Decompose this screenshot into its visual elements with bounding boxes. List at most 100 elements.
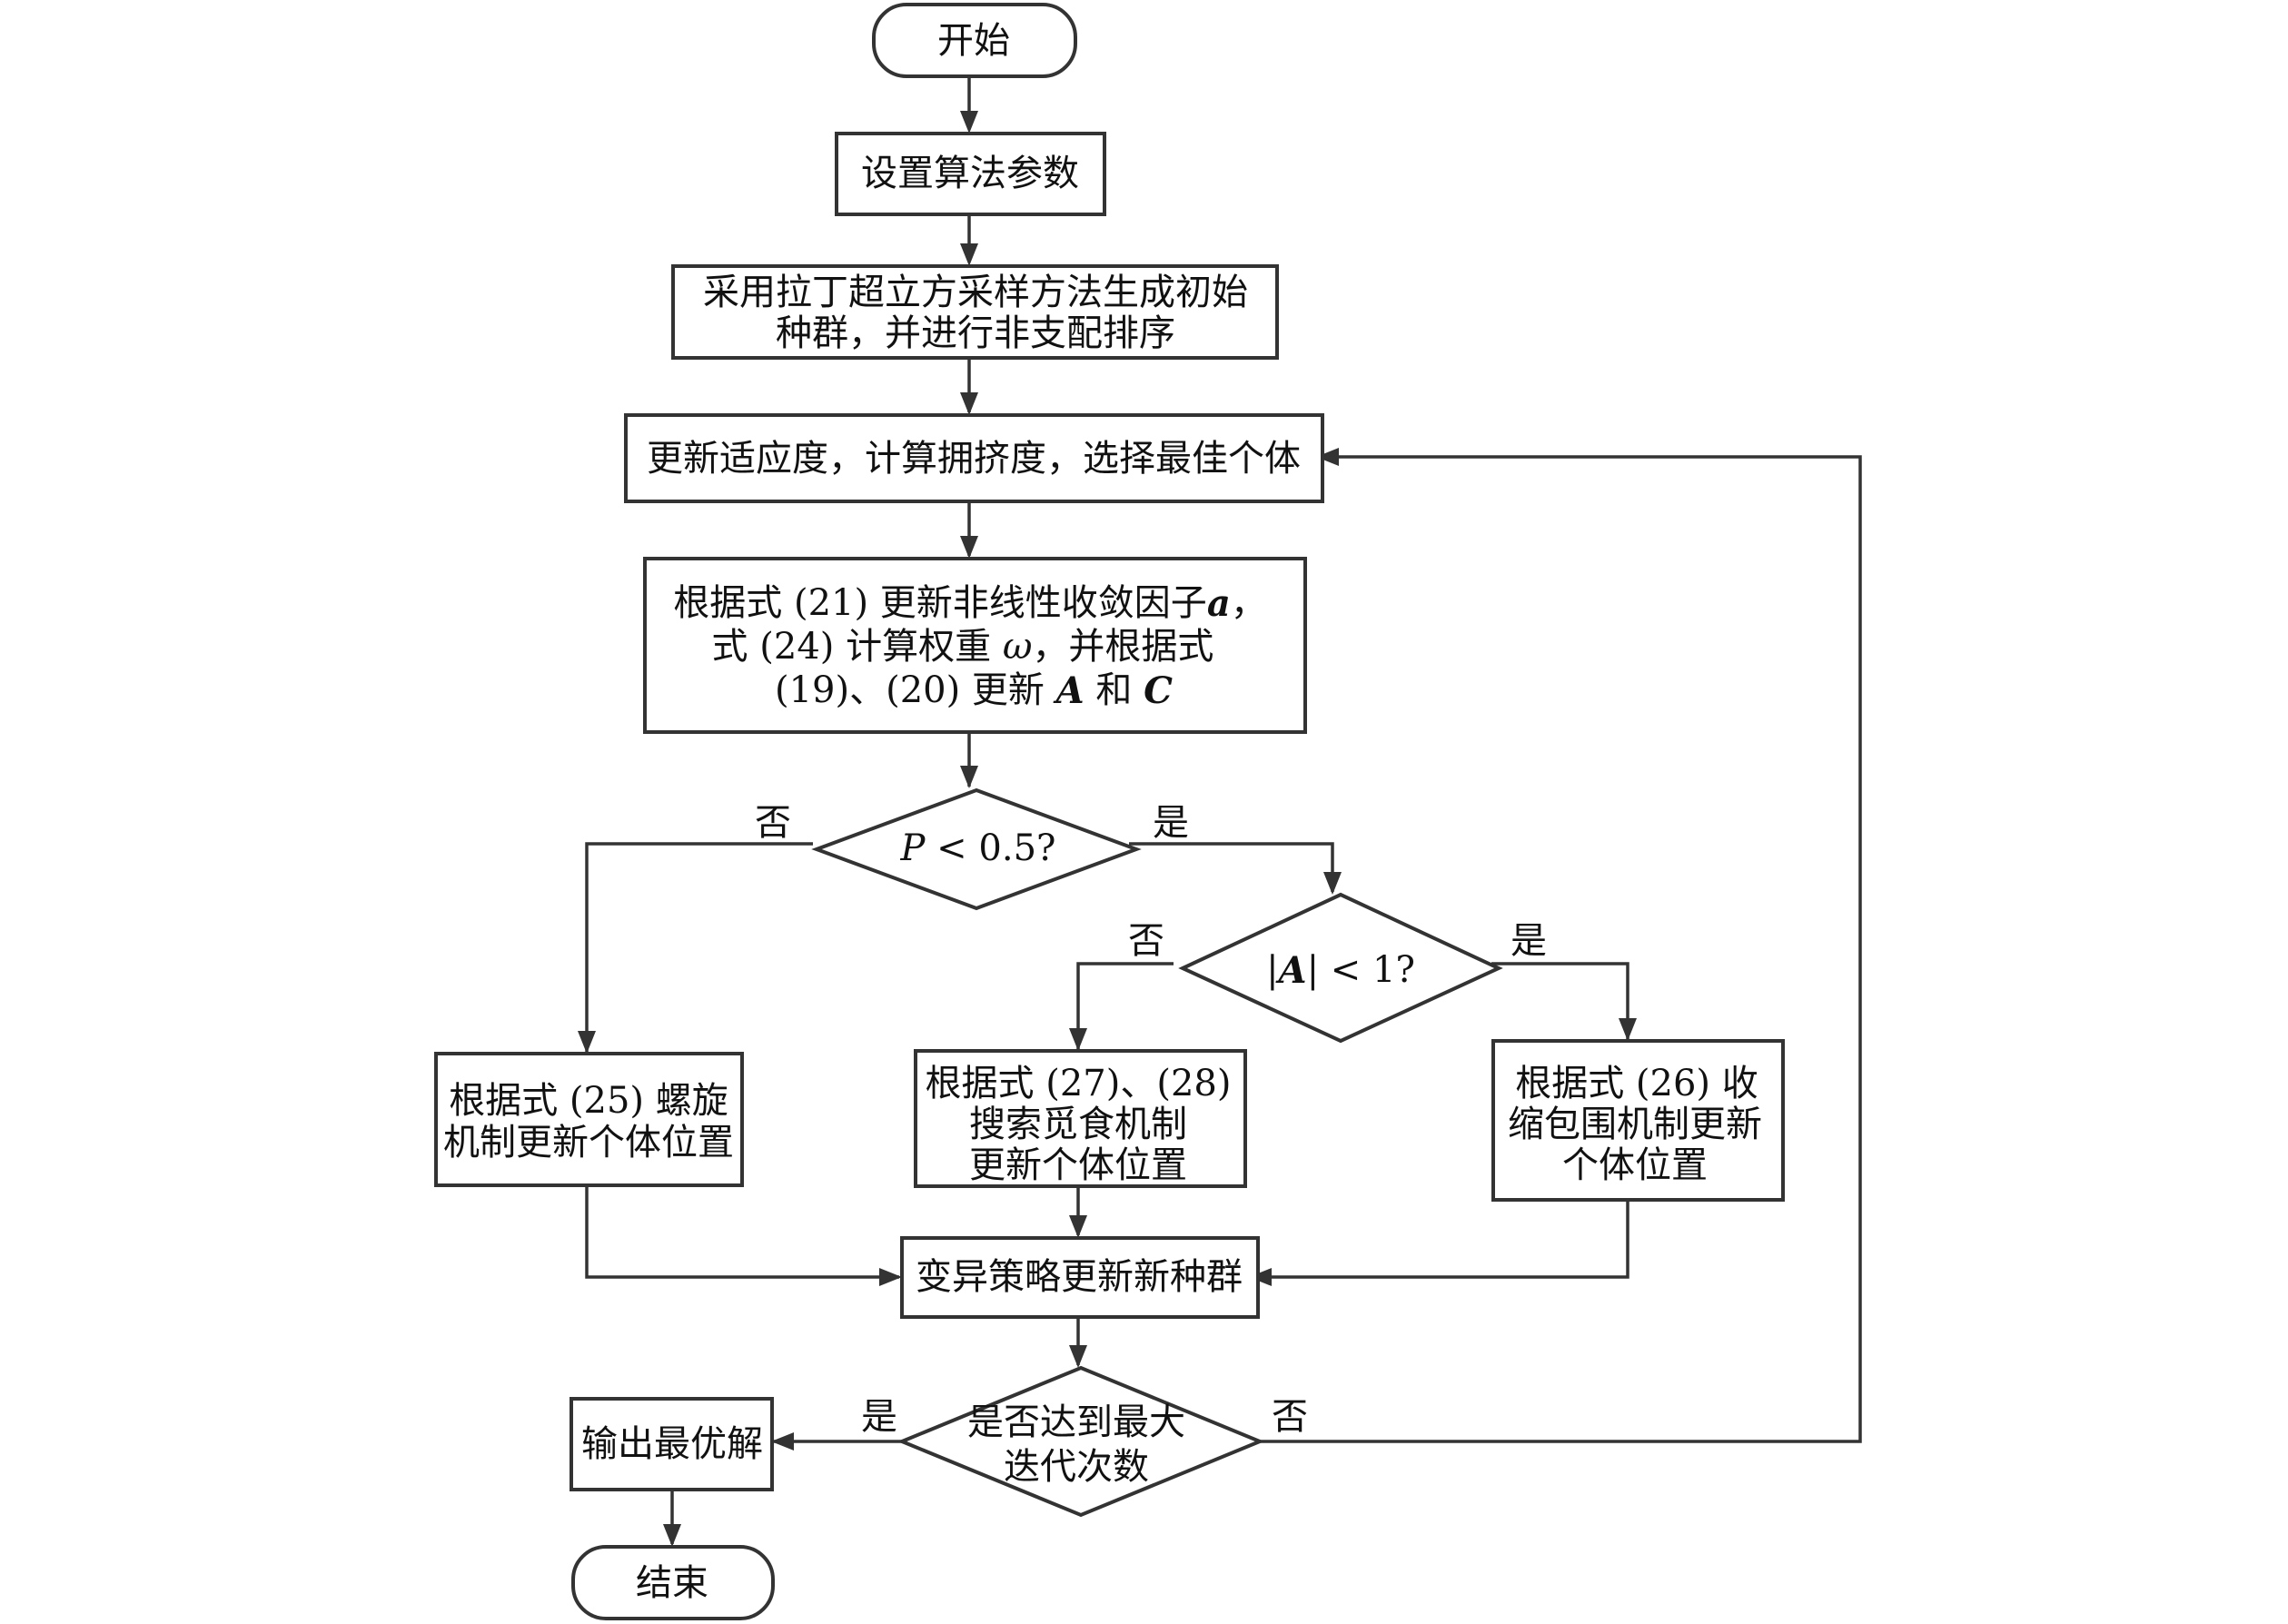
update-coeffs-var-A: A <box>1053 669 1085 712</box>
update-coeffs-var-a: a <box>1207 582 1231 625</box>
update-coeffs-line-1: 根据式 (21) 更新非线性收敛因子a， <box>673 582 1266 625</box>
update-coeffs-line-2: 式 (24) 计算权重 ω，并根据式 <box>712 626 1214 668</box>
encircle-update-line-3: 个体位置 <box>1562 1144 1708 1186</box>
decision-a-node: |A| < 1? <box>1178 892 1503 1044</box>
arrowhead <box>1316 448 1339 466</box>
arrowhead <box>1249 1268 1272 1286</box>
decision-a-rest: | < 1? <box>1307 949 1415 991</box>
arrowhead <box>960 766 978 788</box>
spiral-update-node: 根据式 (25) 螺旋 机制更新个体位置 <box>434 1052 744 1187</box>
decision-p-diamond <box>811 787 1142 911</box>
end-terminal <box>571 1545 775 1620</box>
label-a-no: 否 <box>1128 920 1164 962</box>
encircle-update-line-2: 缩包围机制更新 <box>1508 1104 1762 1145</box>
arrowhead <box>1323 872 1342 895</box>
update-coeffs-node: 根据式 (21) 更新非线性收敛因子a， 式 (24) 计算权重 ω，并根据式 … <box>643 557 1307 734</box>
label-a-yes: 是 <box>1510 920 1547 962</box>
arrowhead <box>1069 1215 1087 1238</box>
update-coeffs-box <box>643 557 1307 734</box>
arrowheads <box>578 111 1637 1547</box>
encircle-update-line-1: 根据式 (26) 收 <box>1515 1063 1758 1104</box>
arrow-spiral-to-mutation <box>585 1185 899 1279</box>
start-node: 开始 <box>872 3 1077 78</box>
output-node: 输出最优解 <box>570 1397 774 1491</box>
label-iter-yes: 是 <box>861 1396 897 1438</box>
init-population-line-1: 采用拉丁超立方采样方法生成初始 <box>703 272 1248 313</box>
arrow-iter-no-loop-to-fitness <box>1254 455 1862 1443</box>
max-iter-line-1: 是否达到最大 <box>967 1401 1185 1443</box>
search-update-line-1: 根据式 (27)、(28) <box>926 1063 1232 1104</box>
max-iter-decision-node: 是否达到最大 迭代次数 <box>896 1365 1265 1518</box>
decision-p-var: P <box>900 827 926 869</box>
mutation-node: 变异策略更新新种群 <box>900 1236 1260 1319</box>
arrowhead <box>1069 1345 1087 1368</box>
label-iter-no: 否 <box>1272 1396 1308 1438</box>
update-fitness-node: 更新适应度，计算拥挤度，选择最佳个体 <box>624 413 1324 503</box>
decision-a-bar: | <box>1266 949 1278 991</box>
update-coeffs-space <box>991 626 1003 668</box>
init-population-node: 采用拉丁超立方采样方法生成初始 种群，并进行非支配排序 <box>671 264 1279 360</box>
decision-p-label: P < 0.5? <box>900 827 1056 869</box>
arrow-p-yes-to-decision-a <box>1129 842 1334 892</box>
start-label: 开始 <box>937 20 1010 62</box>
update-coeffs-var-C: C <box>1144 669 1173 712</box>
set-params-box <box>835 132 1106 216</box>
end-node: 结束 <box>571 1545 775 1620</box>
init-population-box <box>671 264 1279 360</box>
spiral-update-line-1: 根据式 (25) 螺旋 <box>449 1080 728 1122</box>
end-label: 结束 <box>636 1562 708 1604</box>
set-params-node: 设置算法参数 <box>835 132 1106 216</box>
arrow-p-no-to-spiral <box>585 842 813 1052</box>
update-coeffs-line-3: (19)、(20) 更新 A 和 C <box>775 669 1173 712</box>
update-coeffs-line-1-tail: ， <box>1231 582 1267 624</box>
arrowhead <box>960 392 978 415</box>
update-coeffs-line-3-mid: 和 <box>1085 669 1144 711</box>
mutation-box <box>900 1236 1260 1319</box>
decision-a-diamond <box>1178 892 1503 1044</box>
arrow-a-no-to-search <box>1076 962 1174 1049</box>
max-iter-line-2: 迭代次数 <box>1004 1446 1149 1488</box>
encircle-update-box <box>1491 1039 1785 1202</box>
update-fitness-label: 更新适应度，计算拥挤度，选择最佳个体 <box>647 438 1301 480</box>
spiral-update-line-2: 机制更新个体位置 <box>443 1122 734 1164</box>
output-box <box>570 1397 774 1491</box>
branch-labels: 否 是 否 是 是 否 <box>755 802 1547 1438</box>
search-update-line-3: 更新个体位置 <box>969 1144 1187 1186</box>
arrowhead <box>960 111 978 134</box>
update-coeffs-space-2 <box>1045 669 1056 711</box>
search-update-box <box>914 1049 1247 1188</box>
arrowhead <box>879 1268 902 1286</box>
decision-a-label: |A| < 1? <box>1266 949 1415 992</box>
decision-a-var: A <box>1275 949 1307 992</box>
connectors <box>585 74 1862 1544</box>
arrow-encircle-to-mutation <box>1252 1200 1629 1279</box>
update-coeffs-line-2-tail: ，并根据式 <box>1032 626 1213 668</box>
search-update-line-2: 搜索觅食机制 <box>969 1104 1187 1145</box>
decision-p-rest: < 0.5? <box>925 827 1055 869</box>
set-params-label: 设置算法参数 <box>861 153 1079 194</box>
label-p-yes: 是 <box>1153 802 1189 844</box>
update-coeffs-line-1-text: 根据式 (21) 更新非线性收敛因子 <box>673 582 1207 624</box>
encircle-update-node: 根据式 (26) 收 缩包围机制更新 个体位置 <box>1491 1039 1785 1202</box>
init-population-line-2: 种群，并进行非支配排序 <box>776 312 1175 354</box>
max-iter-diamond <box>896 1365 1265 1518</box>
update-coeffs-var-omega: ω <box>1003 626 1033 668</box>
search-update-node: 根据式 (27)、(28) 搜索觅食机制 更新个体位置 <box>914 1049 1247 1188</box>
update-fitness-box <box>624 413 1324 503</box>
spiral-update-box <box>434 1052 744 1187</box>
update-coeffs-line-2-text: 式 (24) 计算权重 <box>712 626 992 668</box>
start-terminal <box>872 3 1077 78</box>
arrowhead <box>771 1432 794 1451</box>
arrowhead <box>1619 1018 1637 1041</box>
arrow-a-yes-to-encircle <box>1491 962 1629 1039</box>
arrowhead <box>960 536 978 559</box>
arrowhead <box>663 1524 681 1547</box>
arrowhead <box>578 1031 596 1054</box>
arrowhead <box>960 243 978 266</box>
label-p-no: 否 <box>755 802 791 844</box>
decision-p-node: P < 0.5? <box>811 787 1142 911</box>
output-label: 输出最优解 <box>581 1423 763 1465</box>
update-coeffs-line-3-text: (19)、(20) 更新 <box>775 669 1045 711</box>
mutation-label: 变异策略更新新种群 <box>916 1256 1243 1298</box>
